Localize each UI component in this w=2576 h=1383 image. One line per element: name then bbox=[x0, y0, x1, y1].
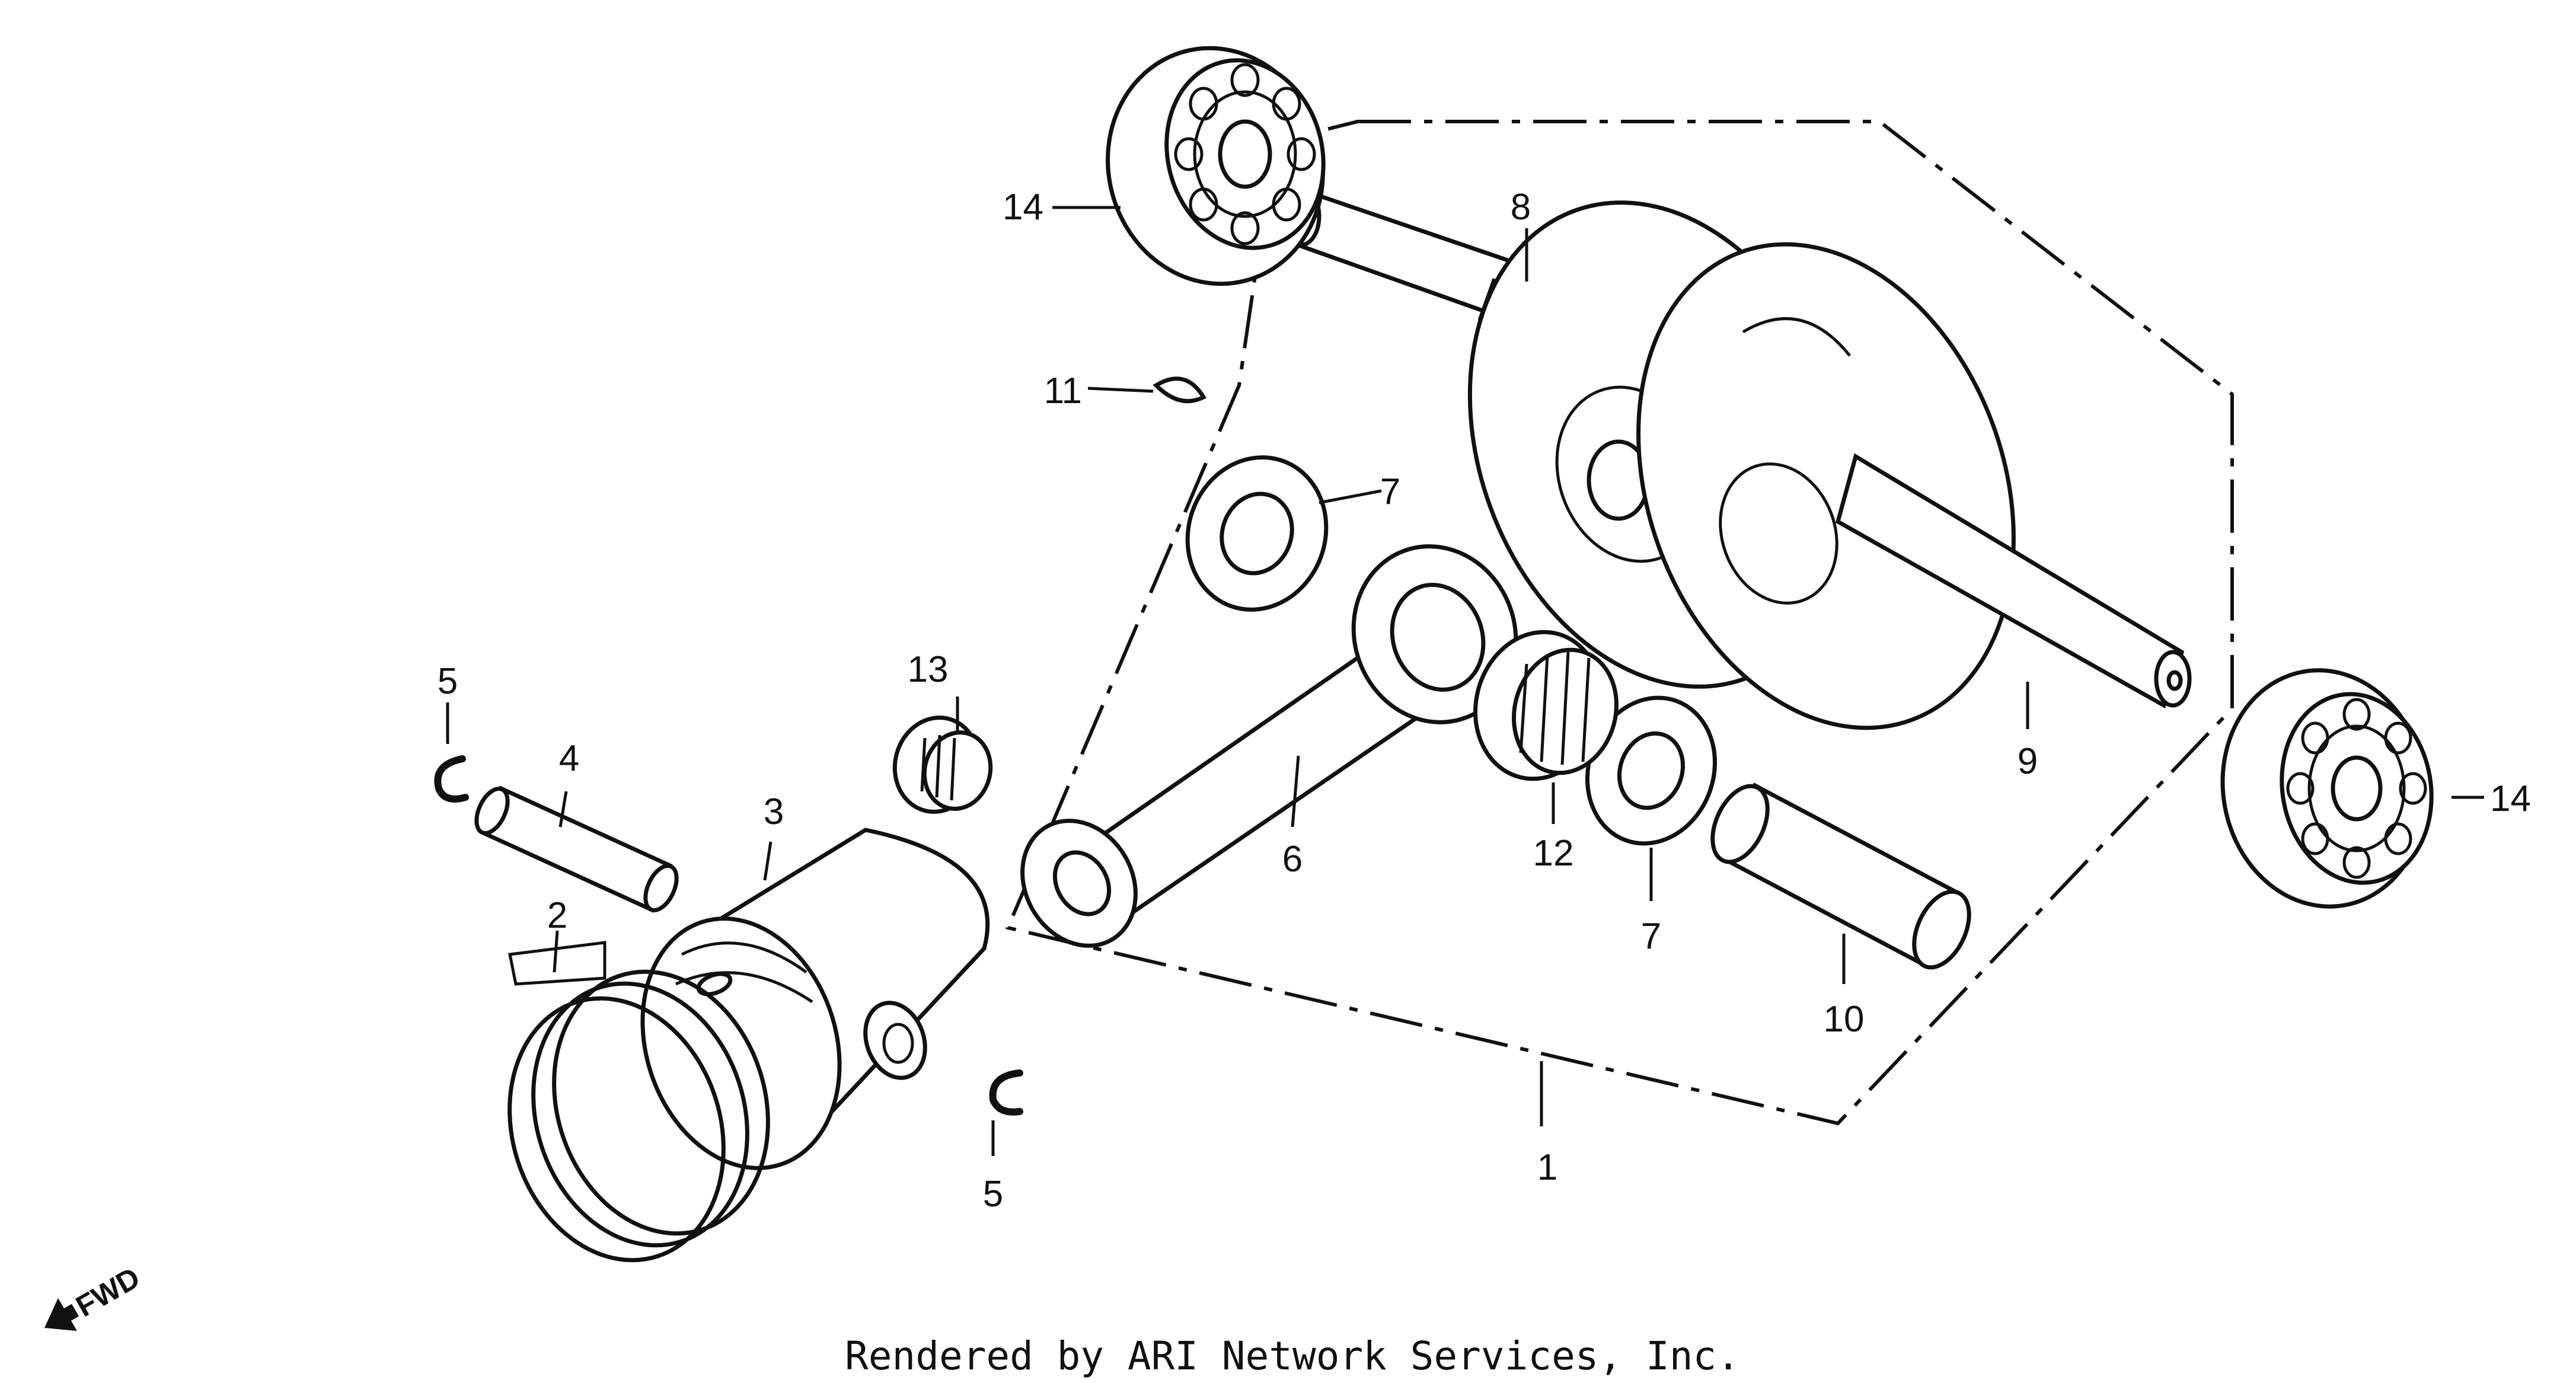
fwd-label: FWD bbox=[71, 1261, 146, 1323]
callout-7a: 7 bbox=[1380, 471, 1400, 512]
piston-rings bbox=[507, 941, 770, 1263]
callout-11: 11 bbox=[1044, 370, 1082, 411]
thrust-washer-lower bbox=[1585, 695, 1718, 846]
callout-10: 10 bbox=[1824, 999, 1865, 1040]
callout-14b: 14 bbox=[2490, 778, 2531, 819]
fwd-arrow-icon bbox=[44, 1298, 79, 1331]
piston bbox=[640, 828, 990, 1170]
callout-5b: 5 bbox=[983, 1174, 1003, 1215]
circlip-right bbox=[989, 1069, 1023, 1116]
callout-labels: 1 2 3 4 5 5 6 7 7 8 9 10 11 12 13 14 14 bbox=[438, 187, 2531, 1215]
callout-8: 8 bbox=[1511, 187, 1531, 228]
circlip-left bbox=[434, 755, 469, 803]
callout-14a: 14 bbox=[1003, 187, 1043, 228]
callout-2: 2 bbox=[547, 895, 567, 936]
bearing-upper bbox=[1106, 46, 1326, 286]
woodruff-key bbox=[1153, 376, 1206, 404]
callout-3: 3 bbox=[764, 791, 784, 832]
needle-bearing-small-end bbox=[892, 716, 993, 814]
leader-lines bbox=[446, 206, 2484, 1156]
needle-bearing-big-end bbox=[1473, 630, 1619, 781]
piston-pin bbox=[474, 785, 679, 913]
callout-1: 1 bbox=[1537, 1147, 1557, 1188]
forward-direction-indicator: FWD bbox=[44, 1261, 146, 1331]
connecting-rod bbox=[1020, 544, 1518, 948]
callout-6: 6 bbox=[1282, 839, 1303, 880]
callout-7b: 7 bbox=[1641, 916, 1661, 957]
callout-12: 12 bbox=[1533, 833, 1574, 874]
thrust-washer-upper bbox=[1185, 455, 1329, 612]
callout-9: 9 bbox=[2018, 741, 2038, 782]
credit-line: Rendered by ARI Network Services, Inc. bbox=[845, 1333, 1740, 1379]
bearing-right bbox=[2220, 668, 2434, 909]
crankshaft bbox=[1281, 186, 2192, 730]
callout-4: 4 bbox=[559, 738, 579, 779]
roller-cylinder bbox=[1710, 782, 1971, 970]
callout-13: 13 bbox=[908, 649, 949, 690]
callout-5a: 5 bbox=[438, 661, 458, 702]
